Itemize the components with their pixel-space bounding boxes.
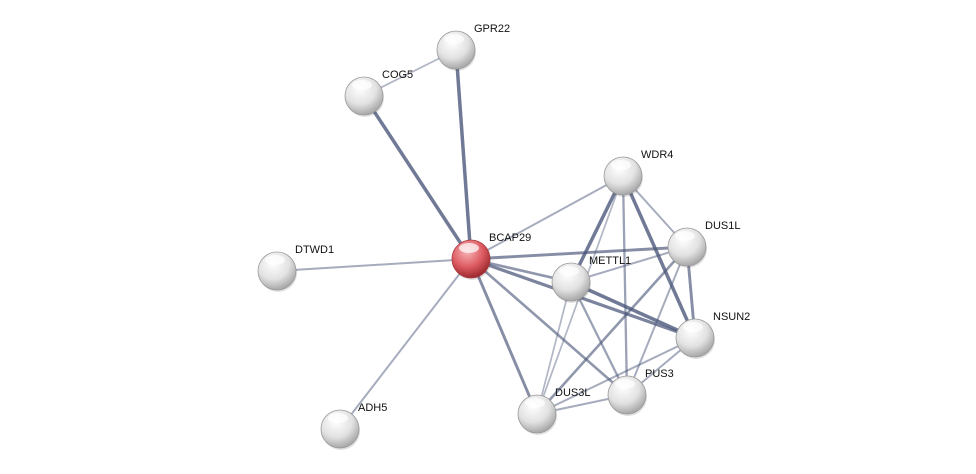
node-label: GPR22 — [474, 23, 510, 35]
node-adh5[interactable]: ADH5 — [320, 402, 387, 450]
node-highlight — [683, 322, 703, 332]
edge-wdr4-mettl1[interactable] — [569, 175, 625, 283]
edge-bcap29-pus3[interactable] — [470, 258, 628, 396]
edge-bcap29-adh5[interactable] — [339, 258, 472, 430]
node-dus3l[interactable]: DUS3L — [517, 387, 590, 435]
node-highlight — [352, 80, 372, 90]
node-highlight — [328, 413, 348, 423]
node-label: ADH5 — [358, 402, 387, 414]
edge-bcap29-gpr22[interactable] — [454, 49, 473, 260]
node-bcap29[interactable]: BCAP29 — [451, 232, 531, 280]
node-highlight — [615, 379, 635, 389]
node-label: COG5 — [382, 69, 413, 81]
edge-dus1l-mettl1[interactable] — [570, 246, 688, 283]
node-dtwd1[interactable]: DTWD1 — [257, 244, 334, 292]
node-cog5[interactable]: COG5 — [344, 69, 413, 117]
edge-bcap29-wdr4[interactable] — [470, 175, 624, 260]
edge-mettl1-nsun2[interactable] — [570, 280, 696, 340]
node-label: DUS3L — [555, 387, 590, 399]
node-label: WDR4 — [641, 149, 673, 161]
edge-mettl1-dus3l[interactable] — [536, 281, 572, 415]
node-label: METTL1 — [589, 255, 631, 267]
node-mettl1[interactable]: METTL1 — [551, 255, 631, 303]
node-highlight — [611, 160, 631, 170]
node-wdr4[interactable]: WDR4 — [603, 149, 673, 197]
node-label: DUS1L — [705, 220, 740, 232]
node-highlight — [459, 243, 479, 253]
node-dus1l[interactable]: DUS1L — [667, 220, 740, 268]
node-label: NSUN2 — [713, 311, 750, 323]
edge-wdr4-pus3[interactable] — [621, 175, 629, 396]
edge-dus1l-dus3l[interactable] — [536, 246, 688, 415]
node-highlight — [265, 255, 285, 265]
edge-bcap29-dus3l[interactable] — [469, 258, 539, 415]
node-label: DTWD1 — [295, 244, 334, 256]
node-highlight — [444, 34, 464, 44]
edge-bcap29-cog5[interactable] — [362, 95, 473, 260]
node-nsun2[interactable]: NSUN2 — [675, 311, 750, 359]
node-highlight — [559, 266, 579, 276]
node-label: BCAP29 — [489, 232, 531, 244]
node-highlight — [675, 231, 695, 241]
node-pus3[interactable]: PUS3 — [607, 368, 674, 416]
edge-nsun2-dus3l[interactable] — [536, 337, 696, 415]
node-label: PUS3 — [645, 368, 674, 380]
edge-wdr4-nsun2[interactable] — [621, 175, 697, 339]
node-gpr22[interactable]: GPR22 — [436, 23, 510, 71]
edge-bcap29-dus1l[interactable] — [470, 245, 688, 261]
node-highlight — [525, 398, 545, 408]
edge-mettl1-pus3[interactable] — [569, 281, 629, 396]
edge-bcap29-nsun2[interactable] — [470, 257, 696, 340]
edge-bcap29-dtwd1[interactable] — [276, 258, 472, 272]
